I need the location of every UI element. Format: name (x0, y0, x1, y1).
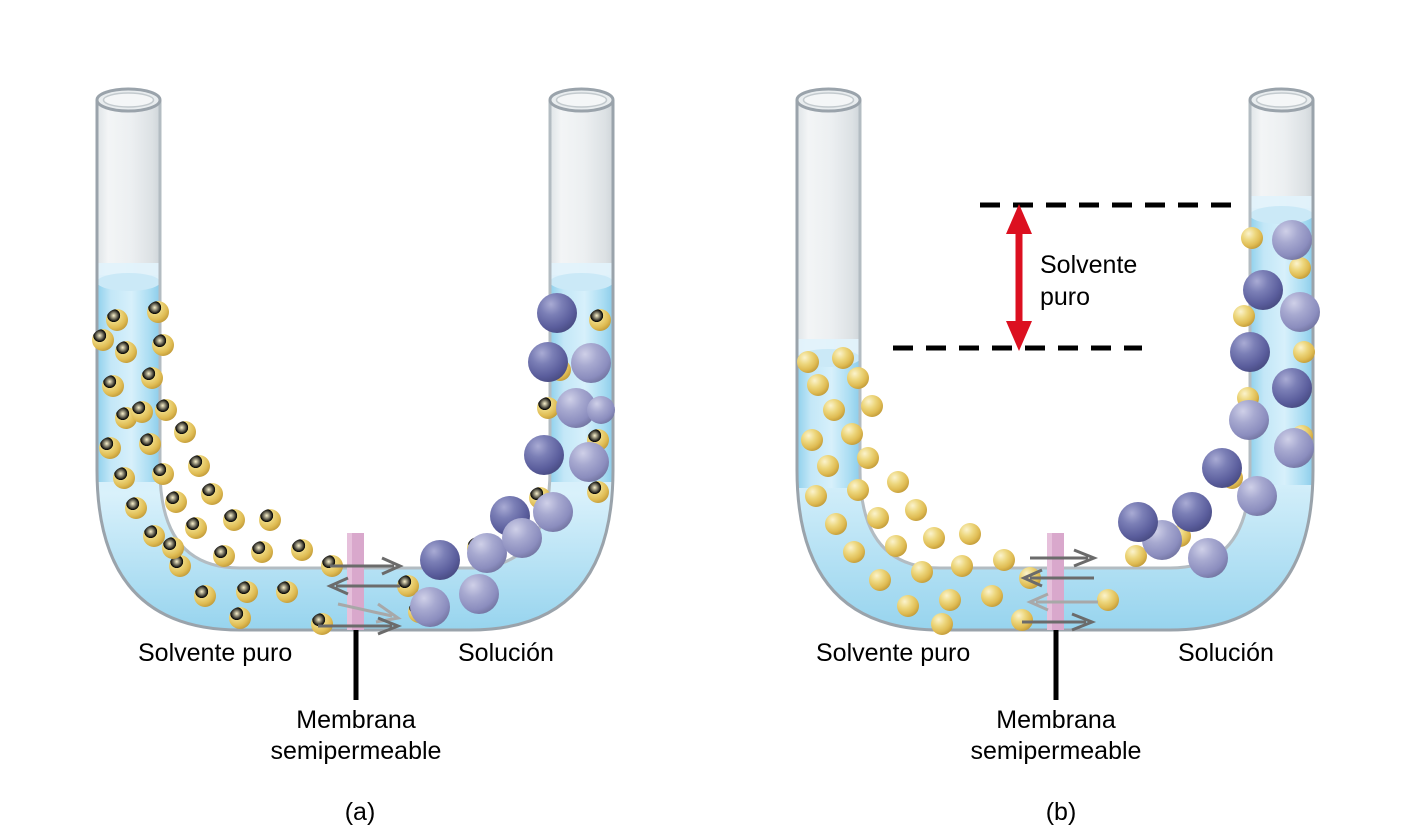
caption-a: (a) (344, 798, 376, 826)
solute-spheres-yellow-left-b (797, 347, 1041, 635)
panel-a: Solvente puro Solución Membrana semiperm… (0, 0, 711, 828)
flow-arrow-left-1-a (326, 576, 400, 596)
semipermeable-membrane-a (347, 533, 364, 630)
membrane-highlight-a (347, 533, 352, 630)
tube-rim-inner-right-b (1255, 92, 1308, 108)
flow-arrow-left-2-b (1026, 592, 1098, 612)
flow-arrow-right-1-a (330, 556, 404, 576)
membrane-flow-arrows-a (318, 556, 404, 636)
pressure-arrowhead-up-b (1006, 204, 1032, 234)
panel-b-tube-graphic (795, 87, 1320, 700)
semipermeable-membrane-b (1047, 533, 1064, 630)
membrane-flow-arrows-b (1020, 548, 1099, 632)
solute-spheres-purple-right-a (410, 293, 615, 627)
flow-arrow-right-1-b (1030, 548, 1099, 568)
solute-spheres-purple-right-b (1118, 220, 1320, 578)
glass-right-upper-a (550, 100, 613, 275)
caption-b: (b) (1045, 798, 1077, 826)
glass-left-upper-b (797, 100, 860, 352)
flow-arrow-right-3-a (318, 616, 403, 636)
osmotic-pressure-arrow-b (1006, 204, 1032, 351)
membrane-highlight-b (1047, 533, 1052, 630)
meniscus-ellipse-left-a (97, 273, 160, 291)
label-membrana-semipermeable-a: Membrana semipermeable (270, 706, 442, 765)
label-solvente-puro-b: Solvente puro (816, 639, 971, 667)
panel-b: Solvente puro Solvente puro Solución Mem… (712, 0, 1423, 828)
tube-rim-inner-right-a (555, 92, 608, 108)
label-solucion-a: Solución (458, 639, 554, 667)
flow-arrow-left-1-b (1020, 568, 1094, 588)
flow-arrow-right-2-b (1022, 612, 1097, 632)
meniscus-ellipse-right-a (550, 273, 613, 291)
label-presion-solvente-puro-b: Solvente puro (1040, 251, 1138, 311)
glass-right-upper-b (1250, 100, 1313, 208)
glass-left-upper-a (97, 100, 160, 275)
meniscus-ellipse-right-b (1250, 206, 1313, 224)
pressure-arrowhead-down-b (1006, 321, 1032, 351)
tube-rim-inner-left-a (102, 92, 155, 108)
label-solucion-b: Solución (1178, 639, 1274, 667)
label-membrana-semipermeable-b: Membrana semipermeable (970, 706, 1142, 765)
tube-rim-inner-left-b (802, 92, 855, 108)
panel-a-tube-graphic (92, 87, 615, 700)
label-solvente-puro-a: Solvente puro (138, 639, 293, 667)
solute-spheres-yellow-left-a (92, 301, 343, 635)
